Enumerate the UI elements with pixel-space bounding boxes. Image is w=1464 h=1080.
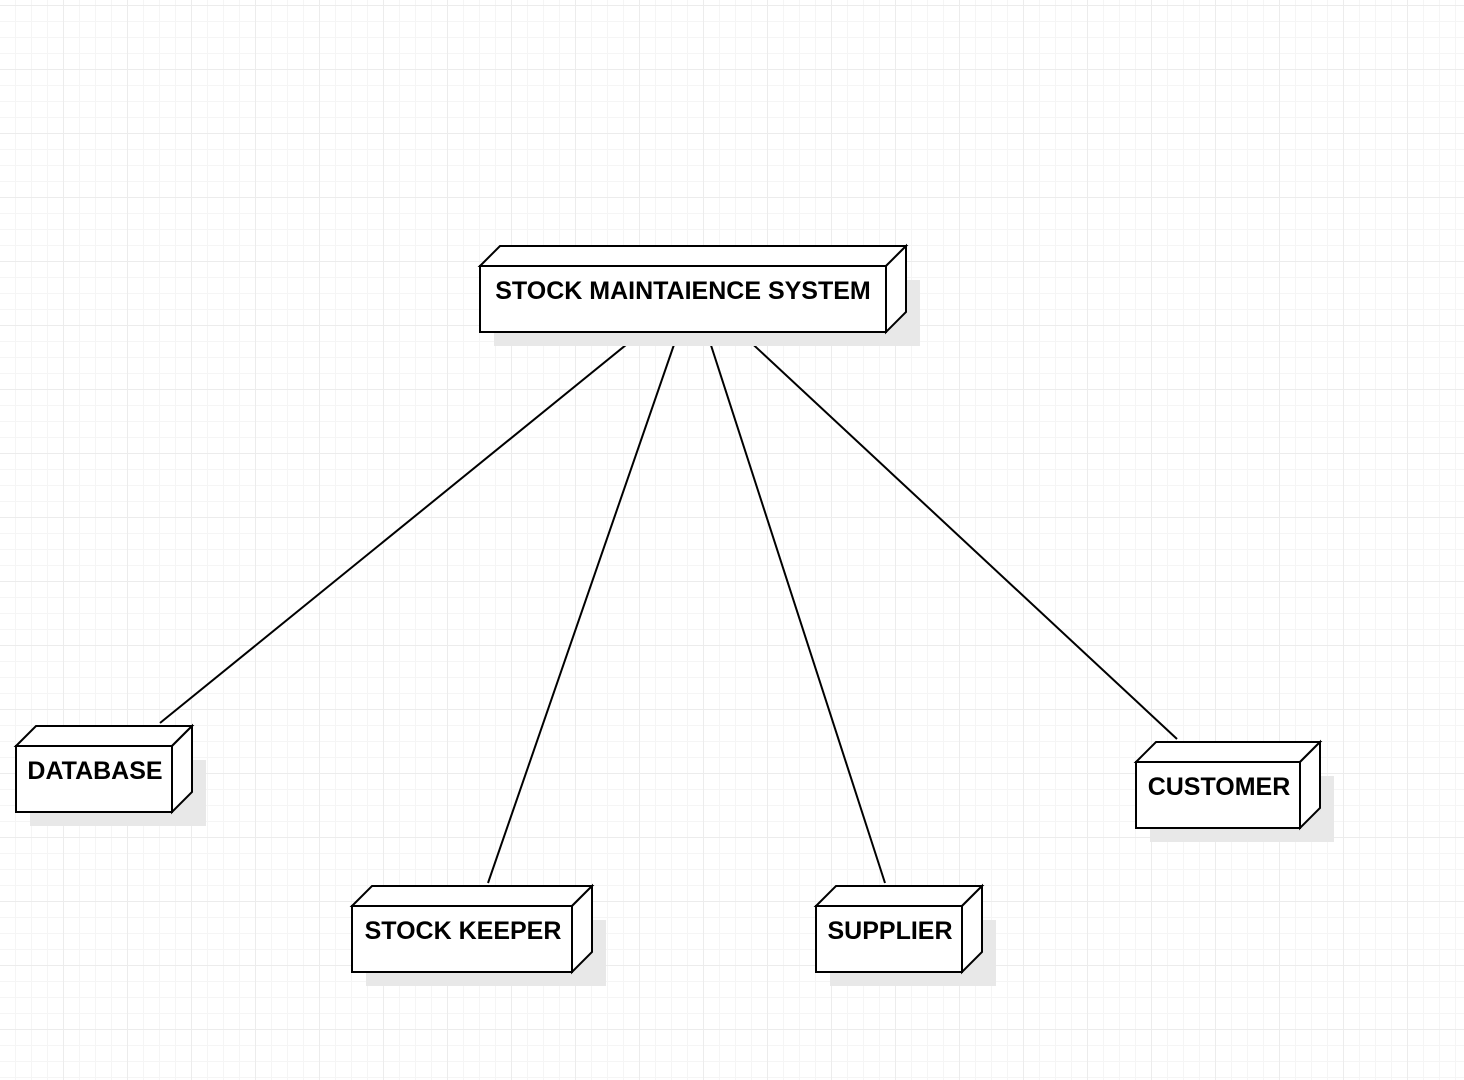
edge-system-customer[interactable] — [743, 335, 1178, 740]
node-system[interactable]: STOCK MAINTAIENCE SYSTEM — [477, 243, 920, 346]
node-supplier[interactable]: SUPPLIER — [813, 883, 996, 986]
node-database-top — [13, 725, 195, 747]
node-stock-keeper-label: STOCK KEEPER — [365, 917, 562, 945]
node-system-top — [477, 245, 909, 267]
node-database-front — [15, 745, 173, 813]
node-system-front — [479, 265, 887, 333]
node-stock-keeper[interactable]: STOCK KEEPER — [349, 883, 606, 986]
node-customer[interactable]: CUSTOMER — [1133, 739, 1334, 842]
node-system-label: STOCK MAINTAIENCE SYSTEM — [495, 277, 871, 305]
edge-system-database[interactable] — [159, 335, 638, 724]
edge-system-supplier[interactable] — [707, 335, 886, 884]
connectors — [159, 335, 1178, 884]
node-database-label: DATABASE — [27, 757, 162, 785]
node-customer-label: CUSTOMER — [1148, 773, 1291, 801]
node-stock-keeper-top — [349, 885, 595, 907]
node-supplier-top — [813, 885, 985, 907]
edge-system-stock-keeper[interactable] — [487, 335, 678, 884]
node-customer-front — [1135, 761, 1301, 829]
node-supplier-label: SUPPLIER — [827, 917, 952, 945]
node-stock-keeper-front — [351, 905, 573, 973]
node-customer-top — [1133, 741, 1323, 763]
node-supplier-front — [815, 905, 963, 973]
node-database[interactable]: DATABASE — [13, 723, 206, 826]
